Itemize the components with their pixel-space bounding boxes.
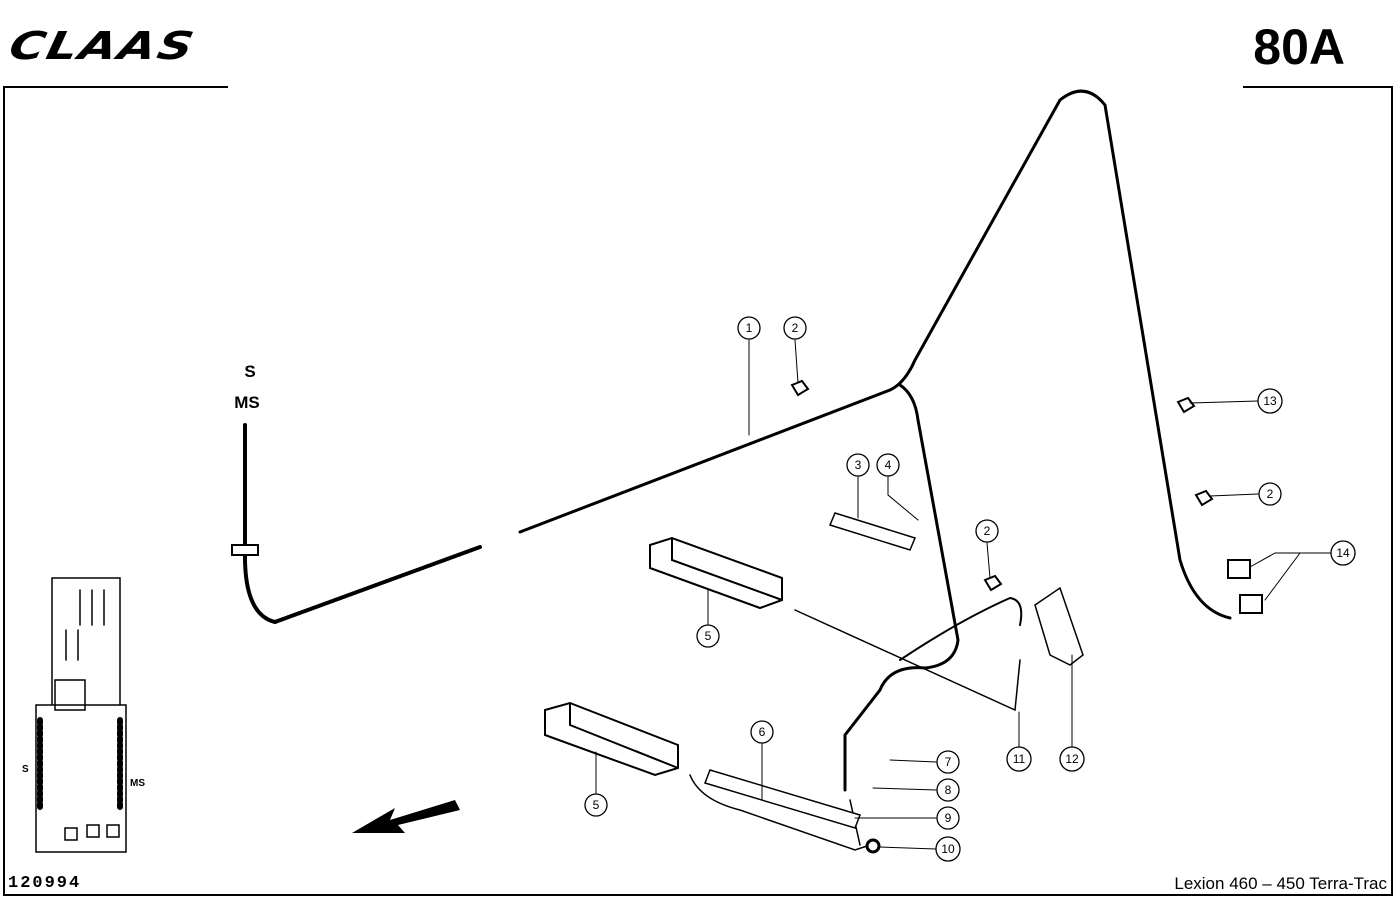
svg-text:11: 11 [1013,752,1026,766]
sensor-5-upper [649,536,783,610]
svg-text:3: 3 [855,458,862,472]
svg-text:7: 7 [945,755,952,769]
bracket-3 [828,512,917,551]
callout-4[interactable]: 4 [876,453,900,477]
svg-text:6: 6 [759,725,766,739]
svg-text:1: 1 [746,321,753,335]
inset-label-s: S [22,764,29,775]
callout-14[interactable]: 14 [1330,540,1356,566]
callout-1[interactable]: 1 [737,316,761,340]
callout-5[interactable]: 5 [584,793,608,817]
svg-text:2: 2 [1267,487,1274,501]
callout-9[interactable]: 9 [936,806,960,830]
callout-2[interactable]: 2 [1258,482,1282,506]
direction-arrow-icon [352,800,460,833]
sensor-5-lower [544,701,679,777]
callout-8[interactable]: 8 [936,778,960,802]
callout-7[interactable]: 7 [936,750,960,774]
callout-10[interactable]: 10 [935,836,961,862]
rail-6 [704,769,861,829]
svg-text:9: 9 [945,811,952,825]
bracket-12 [1034,586,1084,666]
svg-text:13: 13 [1263,394,1277,408]
callout-2[interactable]: 2 [975,519,999,543]
svg-text:10: 10 [941,842,955,856]
model-name: Lexion 460 – 450 Terra-Trac [1174,874,1387,893]
callout-12[interactable]: 12 [1059,746,1085,772]
callout-3[interactable]: 3 [846,453,870,477]
branch-cable [899,596,1023,661]
drawing-frame [3,88,1393,896]
control-module-inset [35,577,127,853]
svg-text:2: 2 [792,321,799,335]
callout-11[interactable]: 11 [1006,746,1032,772]
cable-label-ms: MS [234,393,260,412]
branch-cable [843,383,960,792]
svg-text:14: 14 [1336,546,1350,560]
drawing-id: 120994 [8,874,82,893]
divider [3,86,228,88]
svg-text:5: 5 [705,629,712,643]
inset-label-ms: MS [130,778,145,789]
main-cable [518,89,1232,620]
callout-5[interactable]: 5 [696,624,720,648]
page-code: 80A [1253,19,1345,75]
callout-13[interactable]: 13 [1257,388,1283,414]
svg-text:12: 12 [1065,752,1079,766]
callout-2[interactable]: 2 [783,316,807,340]
svg-text:2: 2 [984,524,991,538]
svg-text:5: 5 [593,798,600,812]
divider [1243,86,1393,88]
svg-text:4: 4 [885,458,892,472]
main-cable [243,423,482,625]
cable-label-s: S [244,362,255,381]
svg-text:8: 8 [945,783,952,797]
callout-6[interactable]: 6 [750,720,774,744]
branch-cable [794,609,1021,712]
